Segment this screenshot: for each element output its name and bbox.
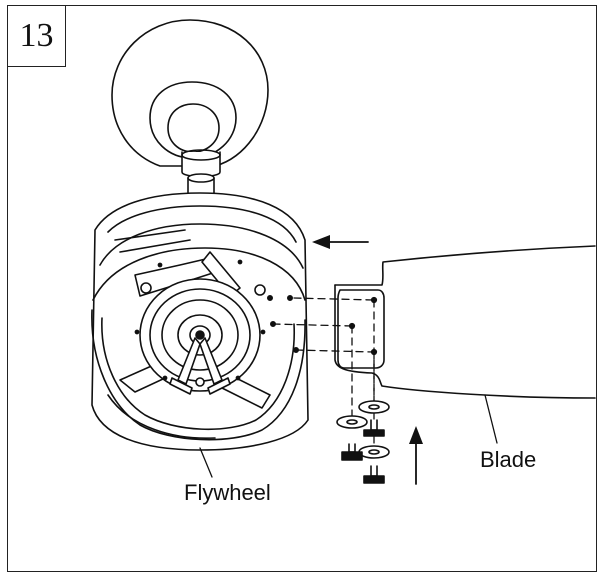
downrod-icon — [181, 149, 221, 199]
step-number: 13 — [7, 5, 66, 67]
direction-arrow-icon — [312, 235, 423, 485]
blade-icon — [334, 245, 596, 399]
leader-lines — [199, 394, 498, 478]
flywheel-icon — [119, 251, 299, 409]
blade-label: Blade — [480, 447, 537, 472]
canopy-icon — [111, 19, 269, 167]
flywheel-label: Flywheel — [184, 480, 271, 505]
screw-and-washer-icon — [336, 400, 390, 484]
